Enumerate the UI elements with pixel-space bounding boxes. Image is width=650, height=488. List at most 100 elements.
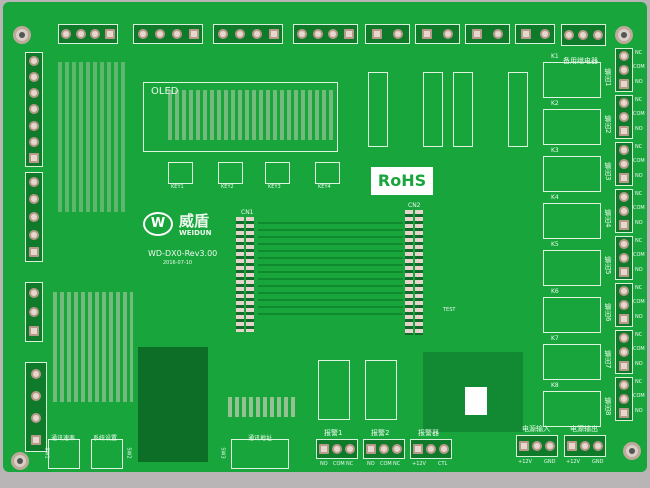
smd-components [53,292,133,402]
relay-id: K1 [551,53,559,60]
pcb-board: OLED KEY1 KEY2 KEY3 KEY4 W 威盾 WEIDUN WD-… [3,2,647,472]
pin-label: COM [633,252,645,258]
sw1-dip-switch[interactable] [48,439,80,469]
relay-k3 [543,156,601,192]
output-label: 输出2 [604,115,612,134]
pin-label: NO [635,408,643,414]
pin-label: NC [635,191,643,197]
signal-traces [258,222,403,317]
key1-button[interactable] [168,162,193,184]
output-terminal [615,330,633,374]
output-terminal [615,95,633,139]
key3-button[interactable] [265,162,290,184]
pin-label: NC [635,144,643,150]
board-date: 2016-07-10 [163,260,193,266]
terminal-block [25,362,47,452]
alarm-relay-outline [365,360,397,420]
power-terminal [564,435,606,457]
test-label: TEST [443,307,456,313]
pin-label: CTL [438,461,448,467]
alarm-terminal [410,439,452,459]
pin-label: COM [633,64,645,70]
relay-id: K6 [551,288,559,295]
alarm-label: 报警2 [371,429,390,437]
key4-button[interactable] [315,162,340,184]
component-outline [368,72,388,147]
alarm-label: 报警器 [418,429,439,437]
pin-label: +12V [412,461,426,467]
terminal-block [561,24,606,46]
oled-label: OLED [151,86,179,97]
component-outline [453,72,473,147]
ic-pads [228,397,298,417]
pin-label: COM [633,111,645,117]
key2-label: KEY2 [221,184,234,190]
sw2-dip-switch[interactable] [91,439,123,469]
alarm-terminal [363,439,405,459]
relay-id: K2 [551,100,559,107]
terminal-block [25,52,43,167]
pin-label: COM [633,299,645,305]
pin-label: NO [320,461,328,467]
pin-label: NO [635,267,643,273]
pin-label: NO [635,361,643,367]
cn1-header [236,217,244,332]
relay-id: K3 [551,147,559,154]
sw1-id: SW1 [43,447,50,459]
alarm-terminal [316,439,358,459]
output-label: 输出7 [604,350,612,369]
pin-label: COM [380,461,392,467]
output-terminal [615,48,633,92]
pin-label: NC [635,332,643,338]
sw3-dip-switch[interactable] [231,439,289,469]
pin-label: COM [633,205,645,211]
rohs-mark: RoHS [371,167,433,195]
smd-components [168,90,333,140]
terminal-block [293,24,358,44]
relay-k5 [543,250,601,286]
relay-k7 [543,344,601,380]
pin-label: COM [633,346,645,352]
pin-label: NO [635,79,643,85]
pin-label: NC [635,285,643,291]
relay-k8 [543,391,601,427]
key3-label: KEY3 [268,184,281,190]
mounting-hole [623,442,641,460]
output-terminal [615,377,633,421]
pin-label: +12V [518,459,532,465]
cn2-label: CN2 [408,202,421,209]
power-label: 电源输入 [522,425,550,433]
output-label: 输出5 [604,256,612,275]
logo-cn: 威盾 [179,212,210,230]
pin-label: NO [635,173,643,179]
logo-en: WEIDUN [179,229,212,237]
relay-id: K7 [551,335,559,342]
sw3-label: 通讯地址 [248,435,273,442]
output-label: 输出6 [604,303,612,322]
terminal-block [25,282,43,342]
pin-label: COM [633,158,645,164]
blank-area [138,347,208,462]
alarm-relay-outline [318,360,350,420]
pin-label: NC [635,50,643,56]
smd-components [58,62,128,212]
pin-label: NO [367,461,375,467]
relay-k6 [543,297,601,333]
board-id: WD-DX0-Rev3.00 [148,249,218,258]
relay-id: K4 [551,194,559,201]
mounting-hole [11,452,29,470]
pin-label: NC [635,238,643,244]
pin-label: COM [333,461,345,467]
key2-button[interactable] [218,162,243,184]
sw3-id: SW3 [219,447,226,459]
cn2-header [415,210,423,335]
mounting-hole [13,26,31,44]
output-label: 输出1 [604,68,612,87]
sw1-label: 通讯速率 [51,435,76,442]
component-outline [423,72,443,147]
relay-id: K8 [551,382,559,389]
terminal-block [213,24,283,44]
pin-label: NC [635,379,643,385]
power-module-chip [465,387,487,415]
output-terminal [615,142,633,186]
